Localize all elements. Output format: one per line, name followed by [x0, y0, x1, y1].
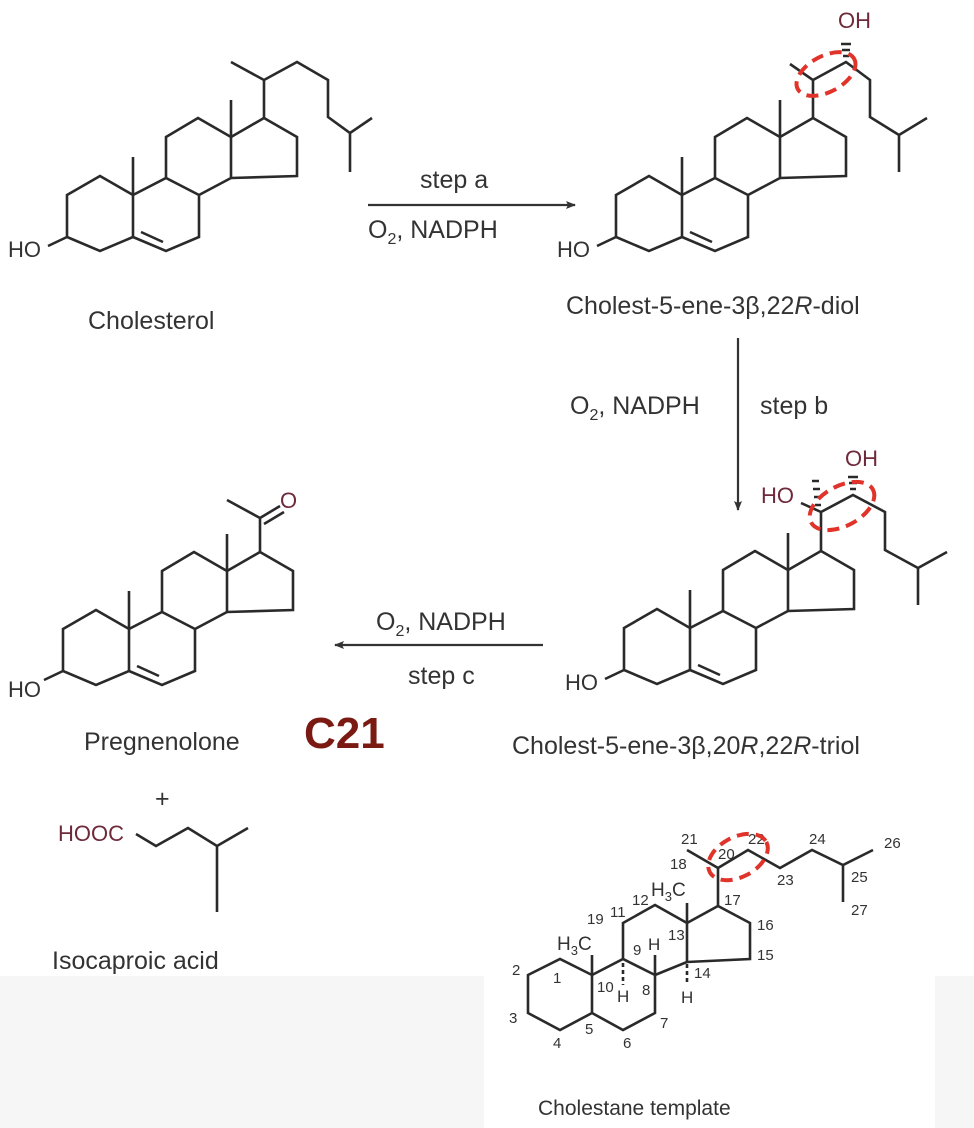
diol-structure: OH HO — [557, 8, 928, 262]
carbon-number-1: 1 — [553, 970, 561, 987]
carbon-number-4: 4 — [553, 1035, 561, 1052]
carbon-number-17: 17 — [724, 892, 741, 909]
h8-label: H — [648, 935, 660, 954]
carbon-number-24: 24 — [809, 831, 826, 848]
template-panel — [484, 976, 935, 1128]
carbon-number-20: 20 — [718, 846, 735, 863]
step-b-reagent: O2, NADPH — [570, 392, 700, 424]
carbon-number-2: 2 — [512, 962, 520, 979]
pregnenolone-structure: O HO — [8, 488, 297, 702]
cholesterol-name: Cholesterol — [88, 307, 214, 335]
carboxyl-label: HOOC — [58, 821, 124, 846]
carbon-number-27: 27 — [851, 902, 868, 919]
carbon-number-23: 23 — [777, 872, 794, 889]
h14-label: H — [681, 988, 693, 1007]
c19-methyl-label: H3C — [557, 934, 592, 958]
carbon-number-19: 19 — [587, 911, 604, 928]
carbon-number-25: 25 — [851, 869, 868, 886]
hydroxyl-label: HO — [8, 237, 41, 262]
carbon-number-21: 21 — [681, 831, 698, 848]
c20-c22-highlight-template — [706, 831, 770, 883]
step-a-label: step a — [420, 166, 488, 194]
plus-sign: + — [155, 785, 170, 813]
step-b-label: step b — [760, 392, 828, 420]
carbon-number-12: 12 — [632, 892, 649, 909]
carbon-number-9: 9 — [633, 942, 641, 959]
step-c-arrow: O2, NADPH step c — [334, 608, 543, 690]
c21-label: C21 — [304, 709, 385, 758]
carbon-number-3: 3 — [509, 1010, 517, 1027]
hydroxyl-20-label: HO — [761, 483, 794, 508]
hydroxyl-label: HO — [565, 670, 598, 695]
carbon-number-11: 11 — [610, 904, 626, 921]
carbon-number-26: 26 — [884, 835, 901, 852]
isocaproic-acid-structure: HOOC — [58, 821, 249, 912]
step-c-reagent: O2, NADPH — [376, 608, 506, 640]
carbon-number-16: 16 — [757, 917, 774, 934]
c20-c22-highlight — [794, 50, 858, 98]
carbon-number-18: 18 — [670, 856, 687, 873]
hydroxyl-label: HO — [8, 677, 41, 702]
h9-label: H — [617, 987, 629, 1006]
hydroxyl-22-label: OH — [845, 446, 878, 471]
hydroxyl-22-label: OH — [838, 8, 871, 33]
triol-structure: HO OH HO — [565, 446, 948, 695]
step-b-arrow: O2, NADPH step b — [570, 338, 828, 511]
carbon-number-6: 6 — [623, 1035, 631, 1052]
step-a-arrow: step a O2, NADPH — [368, 166, 576, 248]
step-c-label: step c — [408, 662, 475, 690]
isocaproic-acid-name: Isocaproic acid — [52, 947, 219, 975]
carbon-number-10: 10 — [597, 979, 614, 996]
c20-c22-highlight-triol — [807, 479, 877, 533]
ketone-oxygen-label: O — [280, 488, 297, 513]
hydroxyl-label: HO — [557, 237, 590, 262]
carbon-number-15: 15 — [757, 947, 774, 964]
c18-methyl-label: H3C — [651, 880, 686, 904]
cholestane-template-name: Cholestane template — [538, 1097, 731, 1120]
cholestane-template-structure: H3C H3C H H H 12345678910111213141516171… — [509, 831, 901, 1052]
carbon-number-5: 5 — [585, 1021, 593, 1038]
triol-name: Cholest-5-ene-3β,20R,22R-triol — [512, 732, 860, 760]
carbon-number-14: 14 — [694, 965, 711, 982]
carbon-number-7: 7 — [660, 1015, 668, 1032]
cholesterol-structure: HO — [8, 60, 373, 262]
diol-name: Cholest-5-ene-3β,22R-diol — [566, 292, 860, 320]
pregnenolone-name: Pregnenolone — [84, 728, 240, 756]
carbon-number-13: 13 — [668, 927, 685, 944]
carbon-number-8: 8 — [642, 982, 650, 999]
step-a-reagent: O2, NADPH — [368, 216, 498, 248]
